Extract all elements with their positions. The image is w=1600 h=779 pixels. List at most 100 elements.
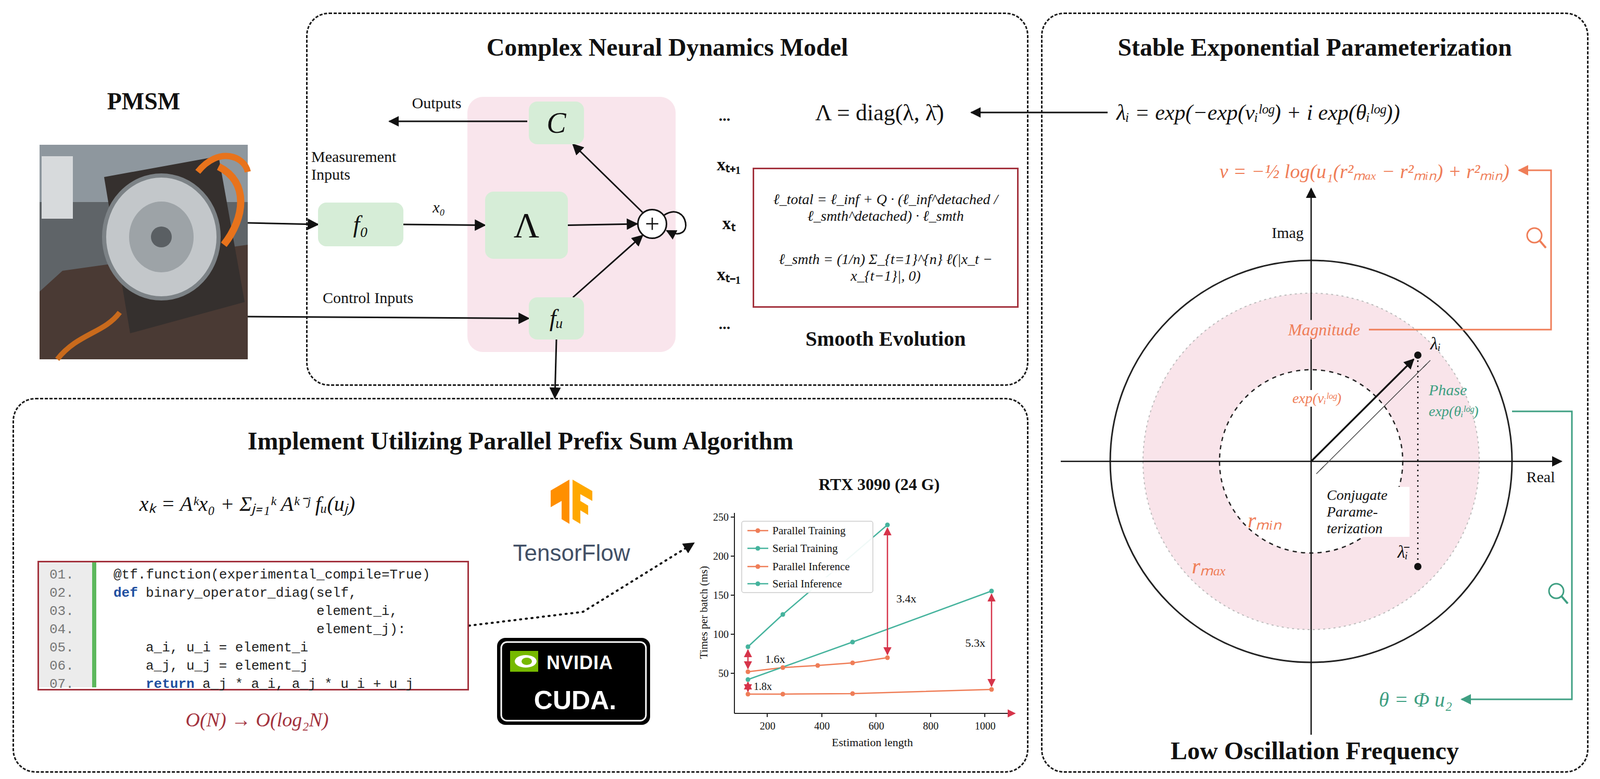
photo-stand: [104, 156, 245, 334]
annotation-label: Outputs: [411, 94, 462, 112]
node-text: 03.: [49, 603, 74, 619]
code-box: 01. @tf.function(experimental_compile=Tru…: [37, 560, 469, 691]
connector: [247, 316, 529, 319]
connector-label: x₀: [432, 198, 446, 217]
annotation-label: Λ = diag(λ, λ̄): [815, 99, 944, 126]
legend-sample: [755, 545, 761, 551]
code-gutter: [37, 560, 93, 688]
annotation-label: rₘᵢₙ: [1247, 503, 1282, 534]
marker: [885, 655, 891, 660]
marker: [989, 687, 995, 692]
legend-text: Serial Training: [771, 541, 839, 555]
panel: Implement Utilizing Parallel Prefix Sum …: [12, 397, 1029, 773]
speedup-arrow: [747, 649, 749, 669]
connector: [403, 224, 486, 226]
annotation-label: λᵢ: [1430, 333, 1441, 354]
photo-cabinet: [41, 156, 73, 219]
tick: [730, 555, 735, 557]
annotation-label: xₜ₋₁: [716, 261, 741, 286]
legend-text: Parallel Inference: [771, 560, 852, 574]
annotation-label: 50: [718, 667, 729, 680]
photo-motor-face: [129, 201, 194, 273]
marker: [850, 639, 856, 645]
marker: [780, 691, 786, 697]
chart-area: RTX 3090 (24 G): [693, 470, 1022, 762]
axis-ticks: [730, 516, 985, 717]
annotation-label: 3.4x: [896, 591, 917, 606]
legend-sample: [755, 564, 761, 569]
annotation-label: Times per batch (ms): [697, 565, 711, 659]
marker: [989, 588, 995, 594]
node-text: fᵤ: [549, 304, 564, 333]
annotation-label: O(N) → O(log₂N): [185, 707, 329, 731]
annotation-label: λᵢ = exp(−exp(vᵢˡᵒᵍ) + i exp(θᵢˡᵒᵍ)): [1116, 99, 1401, 125]
magnifier-icon: [1527, 227, 1542, 243]
connector: [573, 235, 643, 298]
annotation-label: θ = Φ u₂: [1378, 687, 1453, 712]
formula-box: ℓ_total = ℓ_inf + Q · (ℓ_inf^detached / …: [752, 167, 1019, 308]
connector-label: Measurement Inputs: [311, 147, 416, 184]
node-text: element_i,: [316, 603, 398, 619]
tick: [730, 672, 735, 674]
connector: [573, 144, 643, 213]
annotation-label: v = −½ log(u₁(r²ₘₐₓ − r²ₘᵢₙ) + r²ₘᵢₙ): [1219, 156, 1510, 184]
tick: [730, 633, 735, 635]
legend-sample: [755, 581, 761, 587]
node-text: 01.: [49, 566, 74, 583]
annotation-label: exp(vᵢˡᵒᵍ): [1290, 389, 1344, 407]
dimension-tick: [1423, 360, 1431, 368]
annotation-label: 800: [922, 719, 939, 732]
photo-cable: [218, 166, 241, 245]
marker: [745, 691, 751, 697]
annotation-label: 200: [759, 719, 776, 732]
node-text: binary_operator_diag(self,: [145, 585, 358, 601]
sum-node: +: [637, 208, 668, 239]
node-text: a_j, u_j = element_j: [145, 657, 309, 674]
marker: [745, 677, 751, 682]
x-axis: [734, 712, 1015, 714]
tick: [821, 713, 823, 717]
nvidia-logo: [510, 650, 539, 672]
process-box: Λ: [485, 191, 568, 259]
tick: [875, 713, 877, 717]
panel: Complex Neural Dynamics Modelf₀CΛfᵤ+ℓ_to…: [306, 12, 1029, 386]
node-text: 07.: [49, 676, 74, 692]
annotation-label: 150: [713, 589, 729, 602]
tick: [766, 713, 768, 717]
nvidia-logo: [514, 654, 537, 668]
magnitude-feedback: [1368, 170, 1552, 330]
node-text: @tf.function(experimental_compile=True): [113, 566, 431, 583]
process-box: C: [528, 101, 584, 145]
node-text: +: [644, 210, 660, 237]
model-block: [467, 96, 676, 352]
speedup-arrow: [991, 593, 993, 687]
photo-background: [39, 144, 248, 360]
node-text: def: [113, 585, 138, 601]
node-text: element_j):: [316, 621, 406, 638]
annotation-label: ...: [718, 314, 731, 333]
legend-box: [741, 521, 873, 593]
dimension-tick: [1316, 466, 1324, 474]
annotation-label: rₘₐₓ: [1191, 549, 1227, 580]
photo-shaft: [150, 226, 172, 248]
node-text: C: [546, 106, 566, 140]
node-text: Λ: [513, 204, 540, 246]
annotation-label: xₜ₊₁: [716, 151, 741, 176]
magnitude-dimension: [1319, 363, 1427, 471]
tensorflow-logo: [550, 479, 570, 524]
annotation-label: 250: [713, 511, 729, 524]
nvidia-logo: [521, 657, 532, 665]
marker: [885, 522, 891, 528]
annotation-label: Phase: [1428, 381, 1467, 399]
magnifier-icon: [1539, 240, 1546, 248]
node-text: Stable Exponential Parameterization: [1042, 32, 1587, 62]
node-text: 06.: [49, 657, 74, 674]
annotation-label: Magnitude: [1286, 320, 1363, 340]
cuda-badge: NVIDIACUDA.: [498, 639, 652, 727]
eigenvalue-dot: [1414, 351, 1422, 359]
recurrence-loop: [664, 211, 687, 234]
annotation-label: 100: [713, 628, 729, 641]
annotation-label: 1000: [974, 719, 996, 732]
node-text: Low Oscillation Frequency: [1042, 735, 1587, 765]
annotation-label: Imag: [1271, 223, 1304, 242]
